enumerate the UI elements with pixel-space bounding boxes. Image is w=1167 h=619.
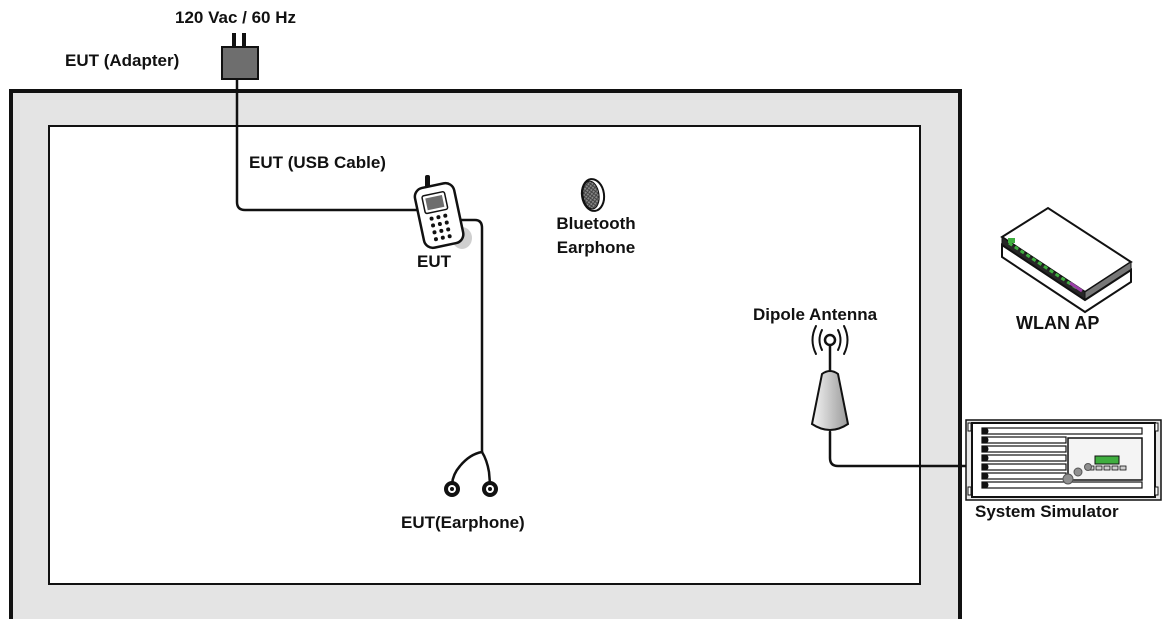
router-status-led (1069, 281, 1083, 293)
earphone-cable-right-branch (480, 450, 492, 486)
dipole-antenna-label: Dipole Antenna (753, 305, 878, 324)
router-base (1001, 243, 1132, 314)
simulator-knobs (1062, 463, 1092, 485)
radio-waves-icon (811, 325, 849, 355)
rack-holes (967, 422, 1159, 496)
antenna-tip (823, 333, 837, 347)
adapter-label: EUT (Adapter) (65, 51, 180, 70)
bluetooth-earphone-icon (580, 178, 606, 212)
system-simulator-label: System Simulator (975, 502, 1119, 521)
simulator-display (1094, 455, 1120, 465)
phone-screen-inner (425, 194, 445, 211)
antenna-base (810, 370, 850, 431)
bt-earphone-mesh (582, 180, 600, 210)
wlan-router-icon (1000, 206, 1133, 314)
adapter-prong-right (242, 33, 246, 48)
wired-earphone-icon (444, 481, 498, 497)
eut-label: EUT (417, 252, 451, 271)
shielded-chamber (9, 89, 962, 619)
simulator-ports (981, 427, 989, 489)
mobile-phone-icon (413, 175, 472, 250)
rf-coax-cable (828, 430, 980, 468)
earphone-cable (458, 218, 484, 454)
cables (235, 78, 980, 486)
earphone-cable-left-branch (450, 450, 484, 486)
router-power-led (1008, 238, 1015, 243)
phone-keypad (429, 213, 452, 242)
bluetooth-label-line1: Bluetooth (556, 214, 636, 233)
adapter-prong-left (232, 33, 236, 48)
simulator-buttons (1087, 465, 1127, 471)
chamber-inner-area (48, 125, 921, 585)
adapter-body (221, 46, 259, 80)
power-adapter-icon (221, 33, 259, 80)
usb-cable-label: EUT (USB Cable) (249, 153, 386, 172)
dipole-antenna-icon (810, 325, 850, 431)
bluetooth-label-line2: Earphone (556, 238, 636, 257)
usb-cable (235, 78, 422, 212)
system-simulator-icon (965, 419, 1162, 501)
power-supply-label: 120 Vac / 60 Hz (175, 8, 296, 27)
earphone-label: EUT(Earphone) (401, 513, 525, 532)
wlan-ap-label: WLAN AP (1016, 313, 1100, 333)
